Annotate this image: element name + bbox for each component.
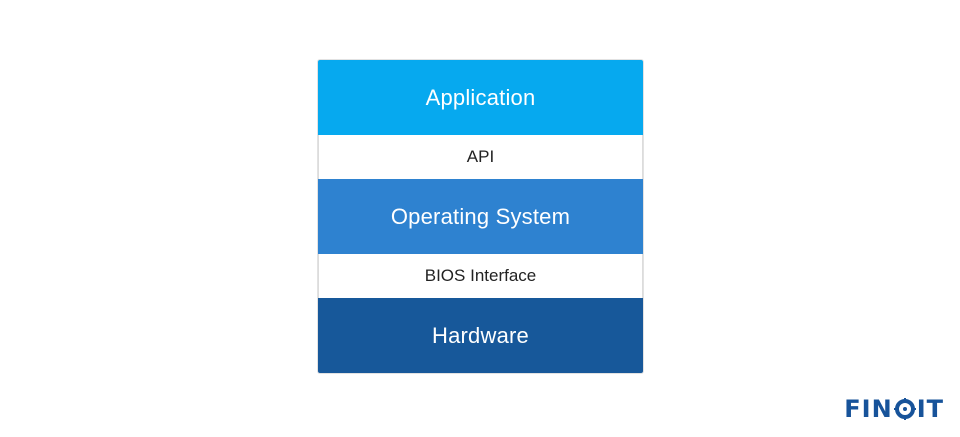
hardware-label: Hardware (432, 322, 529, 348)
application-label: Application (425, 84, 536, 110)
logo-suffix: IT (916, 395, 944, 423)
operating-system-label: Operating System (390, 203, 571, 229)
architecture-stack: Application API Operating System BIOS In… (318, 60, 643, 373)
api-band: API (318, 135, 643, 179)
finoit-logo: FIN IT (844, 395, 944, 423)
api-label: API (466, 147, 495, 166)
logo-prefix: FIN (844, 395, 893, 423)
application-layer: Application (318, 60, 643, 135)
bios-interface-label: BIOS Interface (424, 266, 537, 285)
operating-system-layer: Operating System (318, 179, 643, 254)
hardware-layer: Hardware (318, 298, 643, 373)
gear-o-icon (893, 398, 916, 420)
bios-interface-band: BIOS Interface (318, 254, 643, 298)
